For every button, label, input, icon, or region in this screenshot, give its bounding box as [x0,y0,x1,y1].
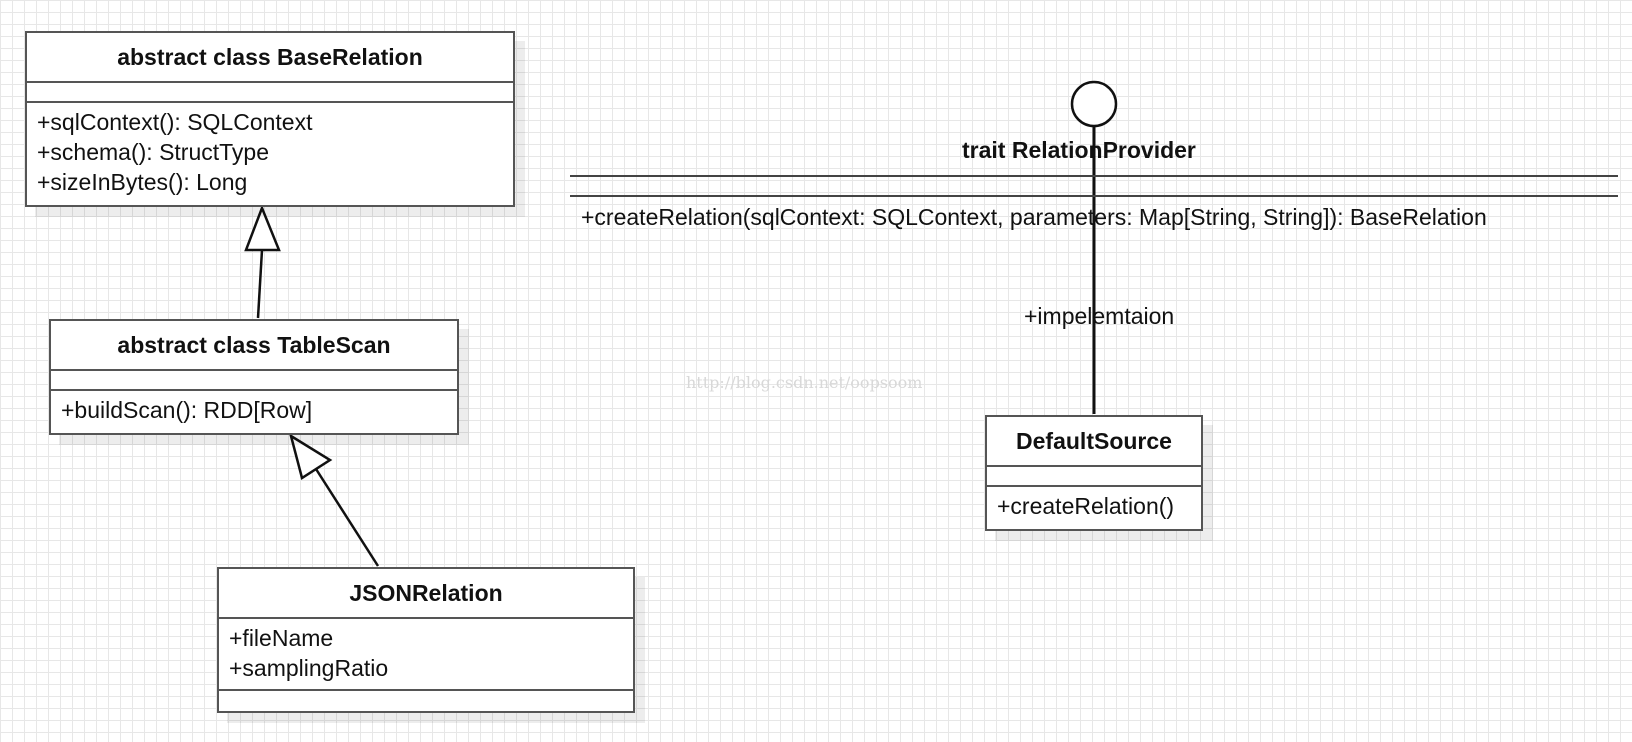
realization-label: +impelemtaion [1024,303,1175,329]
generalization-line-tablescan-baserelation [256,249,264,319]
class-box-tablescan[interactable]: abstract class TableScan +buildScan(): R… [49,319,459,435]
class-name-defaultsource: DefaultSource [987,417,1201,467]
attributes-compartment-tablescan [51,371,457,391]
operations-compartment-baserelation: +sqlContext(): SQLContext +schema(): Str… [27,103,513,197]
operations-compartment-tablescan: +buildScan(): RDD[Row] [51,391,457,425]
interface-name[interactable]: trait RelationProvider [962,137,1196,163]
class-box-jsonrelation[interactable]: JSONRelation +fileName +samplingRatio [217,567,635,713]
class-name-tablescan: abstract class TableScan [51,321,457,371]
operation-sqlcontext: +sqlContext(): SQLContext [37,109,313,135]
interface-lollipop-circle [1070,80,1118,128]
class-name-jsonrelation: JSONRelation [219,569,633,619]
attribute-samplingratio: +samplingRatio [229,655,389,681]
attributes-compartment-defaultsource [987,467,1201,487]
interface-operation-createrelation: +createRelation(sqlContext: SQLContext, … [581,204,1487,230]
operation-buildscan: +buildScan(): RDD[Row] [61,397,313,423]
generalization-line-jsonrelation-tablescan [314,468,380,567]
class-name-baserelation: abstract class BaseRelation [27,33,513,83]
attributes-compartment-baserelation [27,83,513,103]
generalization-arrowhead-tablescan [289,433,333,480]
attribute-filename: +fileName [229,625,334,651]
class-box-defaultsource[interactable]: DefaultSource +createRelation() [985,415,1203,531]
generalization-arrowhead-baserelation [244,204,281,252]
attributes-compartment-jsonrelation: +fileName +samplingRatio [219,619,633,691]
operations-compartment-defaultsource: +createRelation() [987,487,1201,521]
operations-compartment-jsonrelation [219,691,633,709]
operation-defaultsource-createrelation: +createRelation() [997,493,1175,519]
operation-sizeinbytes: +sizeInBytes(): Long [37,169,248,195]
class-box-baserelation[interactable]: abstract class BaseRelation +sqlContext(… [25,31,515,207]
operation-schema: +schema(): StructType [37,139,269,165]
watermark-text: http://blog.csdn.net/oopsoom [686,373,923,392]
